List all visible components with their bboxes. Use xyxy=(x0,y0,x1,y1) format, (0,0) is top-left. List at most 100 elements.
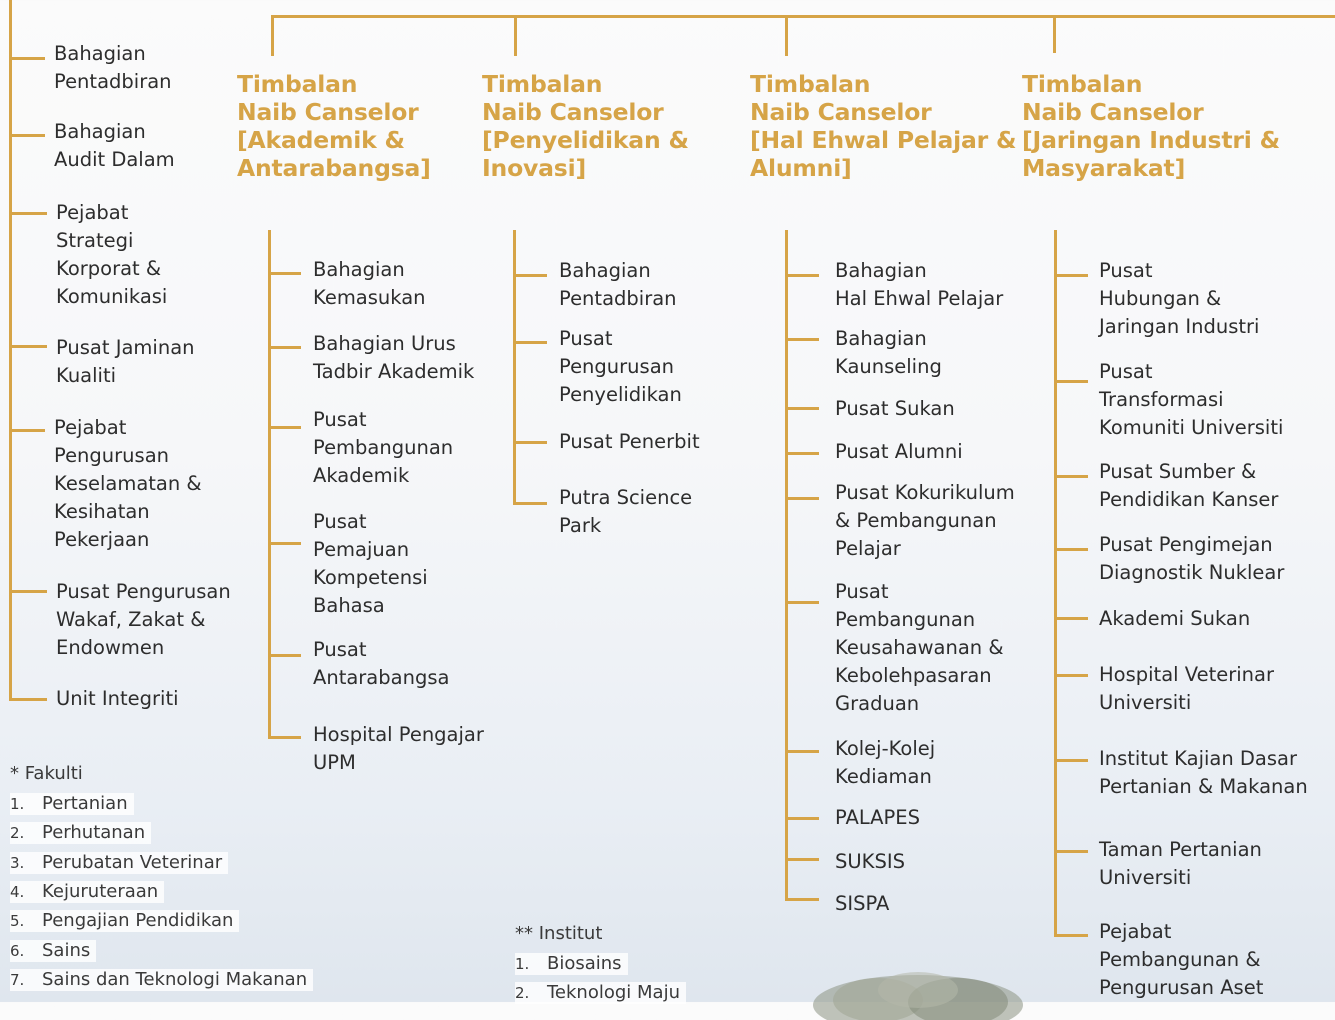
text-line: Penyelidikan xyxy=(559,383,682,406)
branch-tick xyxy=(785,601,819,604)
text-line: Pusat xyxy=(313,408,367,431)
branch-tick xyxy=(1054,674,1088,677)
text-line: Keusahawanan & xyxy=(835,636,1004,659)
branch-tick xyxy=(268,542,301,545)
branch-tick xyxy=(9,57,45,60)
branch-tick xyxy=(513,341,547,344)
branch-tick xyxy=(1054,548,1088,551)
text-line: Kolej-Kolej xyxy=(835,737,936,760)
list-number: 2. xyxy=(515,984,530,1002)
list-number: 6. xyxy=(10,941,25,960)
text-line: Kompetensi xyxy=(313,566,428,589)
branch-tick xyxy=(1054,850,1088,853)
branch-tick xyxy=(513,502,547,505)
fakulti-item: 5. Pengajian Pendidikan xyxy=(10,910,240,933)
branch-tick xyxy=(785,858,819,861)
text-line: Bahagian xyxy=(313,258,405,281)
text-line: Pejabat xyxy=(54,416,127,439)
fakulti-title: * Fakulti xyxy=(10,763,83,784)
text-line: Park xyxy=(559,514,602,537)
text-line: Pusat xyxy=(313,638,367,661)
branch-tick xyxy=(268,736,301,739)
heading-line: Naib Canselor xyxy=(750,98,932,126)
branch-tick xyxy=(9,212,47,215)
text-line: Wakaf, Zakat & xyxy=(56,608,206,631)
heading-line: Timbalan xyxy=(482,70,603,98)
heading-line: Timbalan xyxy=(237,70,358,98)
column-item: Pusat Sumber &Pendidikan Kanser xyxy=(1099,458,1278,514)
text-line: Bahagian xyxy=(54,120,146,143)
list-name: Teknologi Maju xyxy=(547,982,680,1003)
top-connector-bar xyxy=(271,15,1335,18)
text-line: Strategi xyxy=(56,229,134,252)
text-line: Pusat xyxy=(1099,360,1153,383)
text-line: Tadbir Akademik xyxy=(313,360,475,383)
list-number: 5. xyxy=(10,912,25,931)
text-line: Hubungan & xyxy=(1099,287,1222,310)
institut-item: 1.Biosains xyxy=(515,953,628,975)
text-line: Pejabat xyxy=(1099,920,1172,943)
fakulti-item: 2.Perhutanan xyxy=(10,822,152,845)
text-line: Pusat xyxy=(559,327,613,350)
text-line: Graduan xyxy=(835,692,920,715)
heading-line: [Jaringan Industri & xyxy=(1022,126,1280,154)
branch-tick xyxy=(1054,617,1088,620)
text-line: Hal Ehwal Pelajar xyxy=(835,287,1004,310)
text-line: Bahagian xyxy=(559,259,651,282)
branch-tick xyxy=(513,274,547,277)
text-line: Taman Pertanian xyxy=(1099,838,1262,861)
drop-connector-2 xyxy=(514,15,517,56)
left-vertical-line xyxy=(9,0,12,700)
text-line: Transformasi xyxy=(1099,388,1224,411)
text-line: Universiti xyxy=(1099,691,1192,714)
text-line: Bahagian xyxy=(835,327,927,350)
list-name: Pengajian Pendidikan xyxy=(42,910,234,932)
column-item: Pusat Penerbit xyxy=(559,428,700,456)
text-line: Pendidikan Kanser xyxy=(1099,488,1279,511)
list-name: Perhutanan xyxy=(42,822,146,844)
text-line: Pengurusan xyxy=(559,355,675,378)
tree-image xyxy=(813,972,1023,1020)
text-line: Akademi Sukan xyxy=(1099,607,1251,630)
heading-line: [Akademik & xyxy=(237,126,405,154)
text-line: UPM xyxy=(313,751,356,774)
text-line: & Pembangunan xyxy=(835,509,997,532)
column-item: Pusat Sukan xyxy=(835,395,955,423)
branch-tick xyxy=(9,429,45,432)
branch-tick xyxy=(1054,380,1088,383)
text-line: Komuniti Universiti xyxy=(1099,416,1284,439)
text-line: Bahagian xyxy=(835,259,927,282)
text-line: Pembangunan xyxy=(313,436,454,459)
text-line: Hospital Pengajar xyxy=(313,723,484,746)
left-item: Unit Integriti xyxy=(56,685,179,713)
institut-item: 2. Teknologi Maju xyxy=(515,982,686,1004)
text-line: Pelajar xyxy=(835,537,901,560)
column-vertical-line xyxy=(1054,230,1057,937)
branch-tick xyxy=(1054,274,1088,277)
text-line: Korporat & xyxy=(56,257,162,280)
text-line: Pusat Sukan xyxy=(835,397,955,420)
text-line: Pusat xyxy=(313,510,367,533)
heading-line: Masyarakat] xyxy=(1022,154,1186,182)
text-line: Kaunseling xyxy=(835,355,942,378)
heading-line: Inovasi] xyxy=(482,154,586,182)
branch-tick xyxy=(9,698,47,701)
text-line: Unit Integriti xyxy=(56,687,179,710)
fakulti-item: 7.Sains dan Teknologi Makanan xyxy=(10,968,314,991)
branch-tick xyxy=(1054,759,1088,762)
